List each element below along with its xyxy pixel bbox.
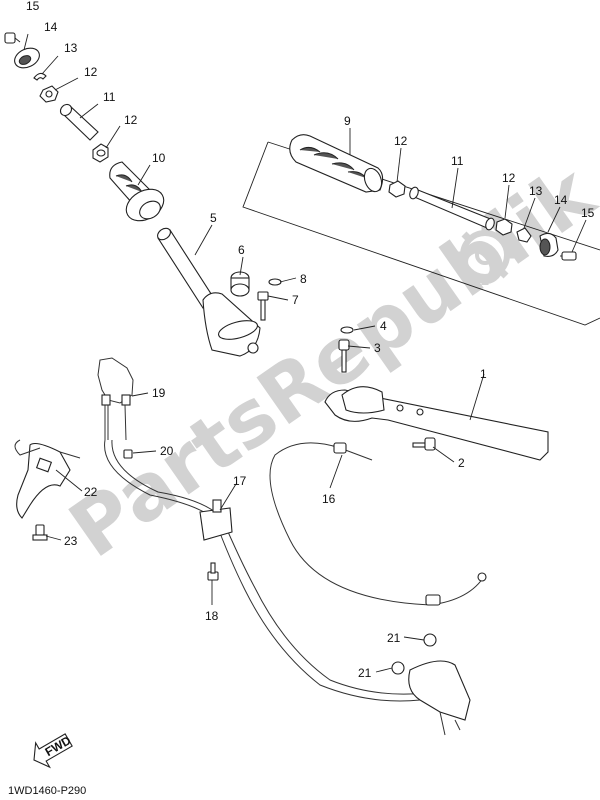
nut-12-upper-left — [39, 85, 59, 103]
leader-lines — [23, 33, 587, 673]
wiring-and-cables — [14, 357, 487, 736]
callout-17: 17 — [233, 474, 247, 488]
collar-11-left — [59, 103, 99, 141]
left-bar-end-parts — [4, 32, 282, 357]
screw-15-left — [4, 32, 21, 44]
callout-12-lower-left: 12 — [124, 113, 138, 127]
nut-12-lower-left — [92, 143, 109, 163]
fwd-arrow-icon: FWD — [33, 733, 74, 769]
callout-14-right: 14 — [554, 193, 568, 207]
callout-15-left: 15 — [26, 0, 40, 13]
callout-1: 1 — [480, 367, 487, 381]
clip-13-left — [33, 72, 47, 81]
callout-18: 18 — [205, 609, 219, 623]
nut-12-right-lower — [495, 218, 513, 236]
callout-13-left: 13 — [64, 41, 78, 55]
callout-21-lower: 21 — [358, 666, 372, 680]
washer-8 — [268, 278, 282, 286]
callout-3: 3 — [374, 341, 381, 355]
callout-12-right-lower: 12 — [502, 171, 516, 185]
collar-11-right — [409, 186, 495, 231]
right-grip-assembly — [289, 134, 577, 261]
handlebar-5-left — [157, 227, 261, 357]
callout-6: 6 — [238, 243, 245, 257]
nut-12-right-upper — [388, 180, 406, 198]
fwd-label: FWD — [43, 733, 74, 759]
callout-14-left: 14 — [44, 20, 58, 34]
diagram-code: 1WD1460-P290 — [8, 785, 86, 797]
callout-22: 22 — [84, 485, 98, 499]
grip-9 — [289, 134, 384, 193]
throttle-grip-10 — [109, 161, 165, 222]
callout-21-upper: 21 — [387, 631, 401, 645]
callout-2: 2 — [458, 456, 465, 470]
callout-23: 23 — [64, 534, 78, 548]
callout-19: 19 — [152, 386, 166, 400]
screw-15-right — [560, 251, 577, 261]
callout-7: 7 — [292, 293, 299, 307]
bar-end-weight-14-left — [14, 47, 40, 69]
callout-11-left: 11 — [103, 90, 116, 104]
callout-13-right: 13 — [529, 184, 543, 198]
collar-6 — [230, 271, 250, 297]
callout-4: 4 — [380, 319, 387, 333]
clip-13-right — [516, 227, 532, 243]
callout-11-right: 11 — [451, 154, 464, 168]
callout-15-right: 15 — [581, 206, 595, 220]
bar-end-weight-14-right — [539, 232, 559, 257]
callout-12-upper-left: 12 — [84, 65, 98, 79]
callout-labels: 15 14 13 12 11 12 10 5 6 8 7 9 12 11 12 … — [26, 0, 595, 680]
callout-20: 20 — [160, 444, 174, 458]
callout-8: 8 — [300, 272, 307, 286]
callout-16: 16 — [322, 492, 336, 506]
handlebar-1-right — [324, 326, 549, 461]
callout-5: 5 — [210, 211, 217, 225]
bolt-7 — [257, 291, 269, 321]
callout-10: 10 — [152, 151, 166, 165]
callout-12-right-upper: 12 — [394, 134, 408, 148]
callout-9: 9 — [344, 114, 351, 128]
